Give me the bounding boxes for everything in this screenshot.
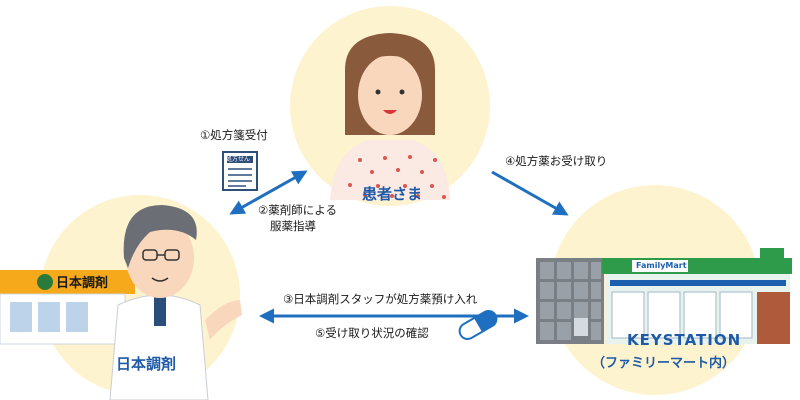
step2-label-line1: ②薬剤師による: [258, 203, 337, 217]
prescription-doc-label: 処方せん: [226, 156, 251, 163]
step1-label: ①処方箋受付: [200, 128, 268, 142]
arrow-pharmacy-patient: [229, 170, 308, 215]
keystation-label: KEYSTATION: [627, 331, 742, 349]
arrow-patient-keystation: [491, 170, 569, 216]
pharmacy-label: 日本調剤: [116, 355, 177, 373]
step5-label: ⑤受け取り状況の確認: [315, 326, 429, 340]
step2-label-line2: 服薬指導: [270, 219, 316, 233]
patient-label: 患者さま: [362, 185, 423, 203]
patient-illustration: [330, 33, 450, 200]
step3-label: ③日本調剤スタッフが処方薬預け入れ: [283, 292, 478, 306]
capsule-icon: [458, 310, 498, 340]
store-illustration: [602, 248, 792, 344]
pharmacy-sign-text: 日本調剤: [56, 276, 109, 291]
pharmacist-illustration: [109, 205, 242, 400]
step4-label: ④処方薬お受け取り: [505, 154, 608, 168]
keystation-sublabel: （ファミリーマート内）: [592, 356, 736, 371]
store-sign-text: FamilyMart: [636, 261, 687, 270]
pharmacy-sign: 日本調剤: [36, 272, 108, 291]
pharmacy-building: [0, 270, 135, 345]
locker-illustration: [536, 258, 604, 344]
